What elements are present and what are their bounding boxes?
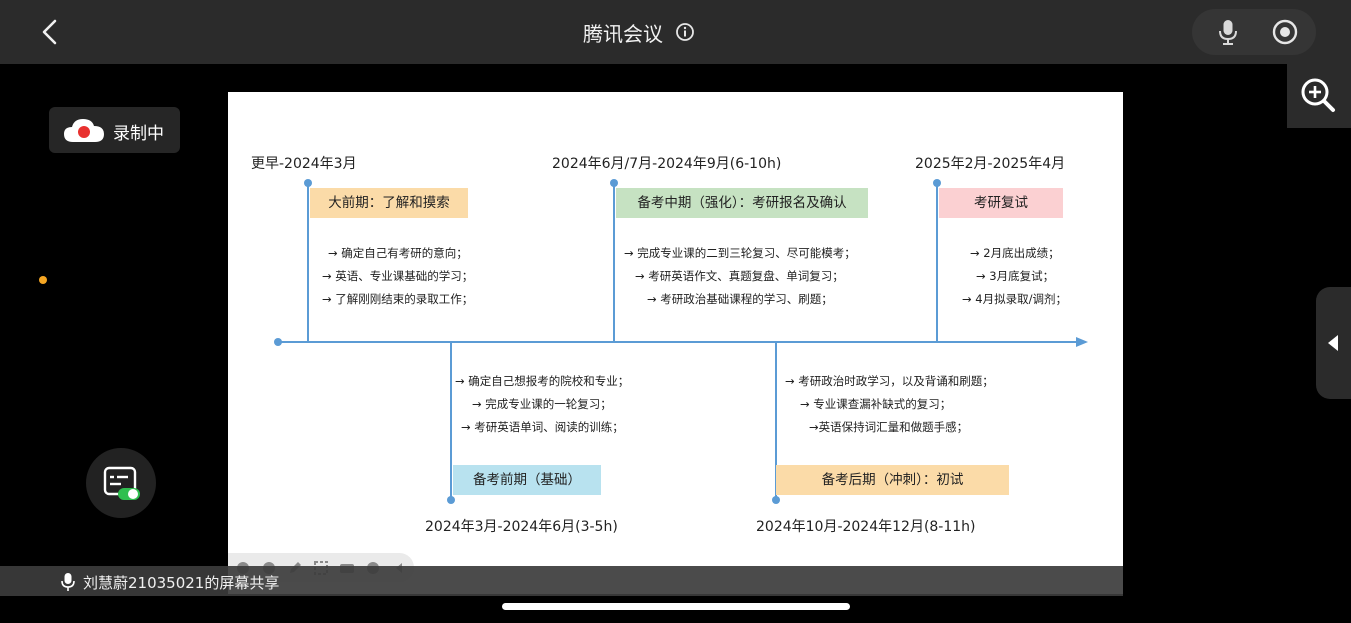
info-icon [676,23,694,41]
bullet-item: → 2月底出成绩； [970,246,1060,260]
zoom-button[interactable] [1287,64,1351,128]
triangle-left-icon [1328,335,1338,351]
date-label: 2024年3月-2024年6月(3-5h) [425,519,618,535]
date-label: 2024年6月/7月-2024年9月(6-10h) [552,156,782,172]
bullet-item: → 3月底复试； [976,269,1055,283]
bullet-item: → 了解刚刚结束的录取工作； [322,292,474,306]
speaker-mic-indicator [60,572,76,592]
bullet-item: →英语保持词汇量和做题手感； [809,420,969,434]
screen-share-bar [0,566,1123,596]
microphone-icon [61,573,75,591]
phase-box: 备考中期（强化）：考研报名及确认 [616,188,868,218]
side-panel-toggle[interactable] [1316,287,1351,399]
shared-screen: 更早-2024年3月 2024年6月/7月-2024年9月(6-10h) 202… [228,92,1123,594]
bullet-item: → 确定自己有考研的意向； [328,246,468,260]
status-dot [39,276,47,284]
date-label: 2024年10月-2024年12月(8-11h) [756,519,976,535]
bullet-item: → 考研英语作文、真题复盘、单词复习； [635,269,844,283]
record-icon [1272,19,1298,45]
top-bar [0,0,1351,64]
bullet-item: → 考研英语单词、阅读的训练； [461,420,624,434]
phase-box: 考研复试 [939,188,1063,218]
microphone-icon [1219,20,1237,45]
share-label: 刘慧蔚21035021的屏幕共享 [83,574,280,592]
bullet-item: → 考研政治时政学习，以及背诵和刷题； [785,374,994,388]
record-button[interactable] [1269,16,1301,48]
subtitle-icon [103,466,140,500]
bullet-item: → 完成专业课的一轮复习； [472,397,612,411]
chevron-left-icon [42,19,57,45]
bullet-item: → 确定自己想报考的院校和专业； [455,374,630,388]
bullet-item: → 专业课查漏补缺式的复习； [800,397,952,411]
bullet-item: → 英语、专业课基础的学习； [322,269,474,283]
bullet-item: → 考研政治基础课程的学习、刷题； [647,292,833,306]
bullet-item: → 完成专业课的二到三轮复习、尽可能模考； [624,246,856,260]
recording-badge[interactable]: 录制中 [49,107,180,153]
timeline-graphic [274,179,1088,504]
phase-box: 备考前期（基础） [453,465,601,495]
phase-box: 大前期：了解和摸索 [310,188,468,218]
app-title: 腾讯会议 [583,22,663,46]
recording-label: 录制中 [113,124,164,144]
date-label: 2025年2月-2025年4月 [915,156,1066,172]
microphone-button[interactable] [1212,16,1244,48]
zoom-in-icon [1301,78,1335,112]
phase-box: 备考后期（冲刺）：初试 [776,465,1009,495]
bullet-item: → 4月拟录取/调剂； [962,292,1067,306]
subtitle-button[interactable] [86,448,156,518]
date-label: 更早-2024年3月 [251,156,357,172]
back-button[interactable] [34,14,68,50]
home-indicator[interactable] [502,603,850,610]
info-button[interactable] [675,22,695,42]
cloud-record-icon [64,119,104,142]
